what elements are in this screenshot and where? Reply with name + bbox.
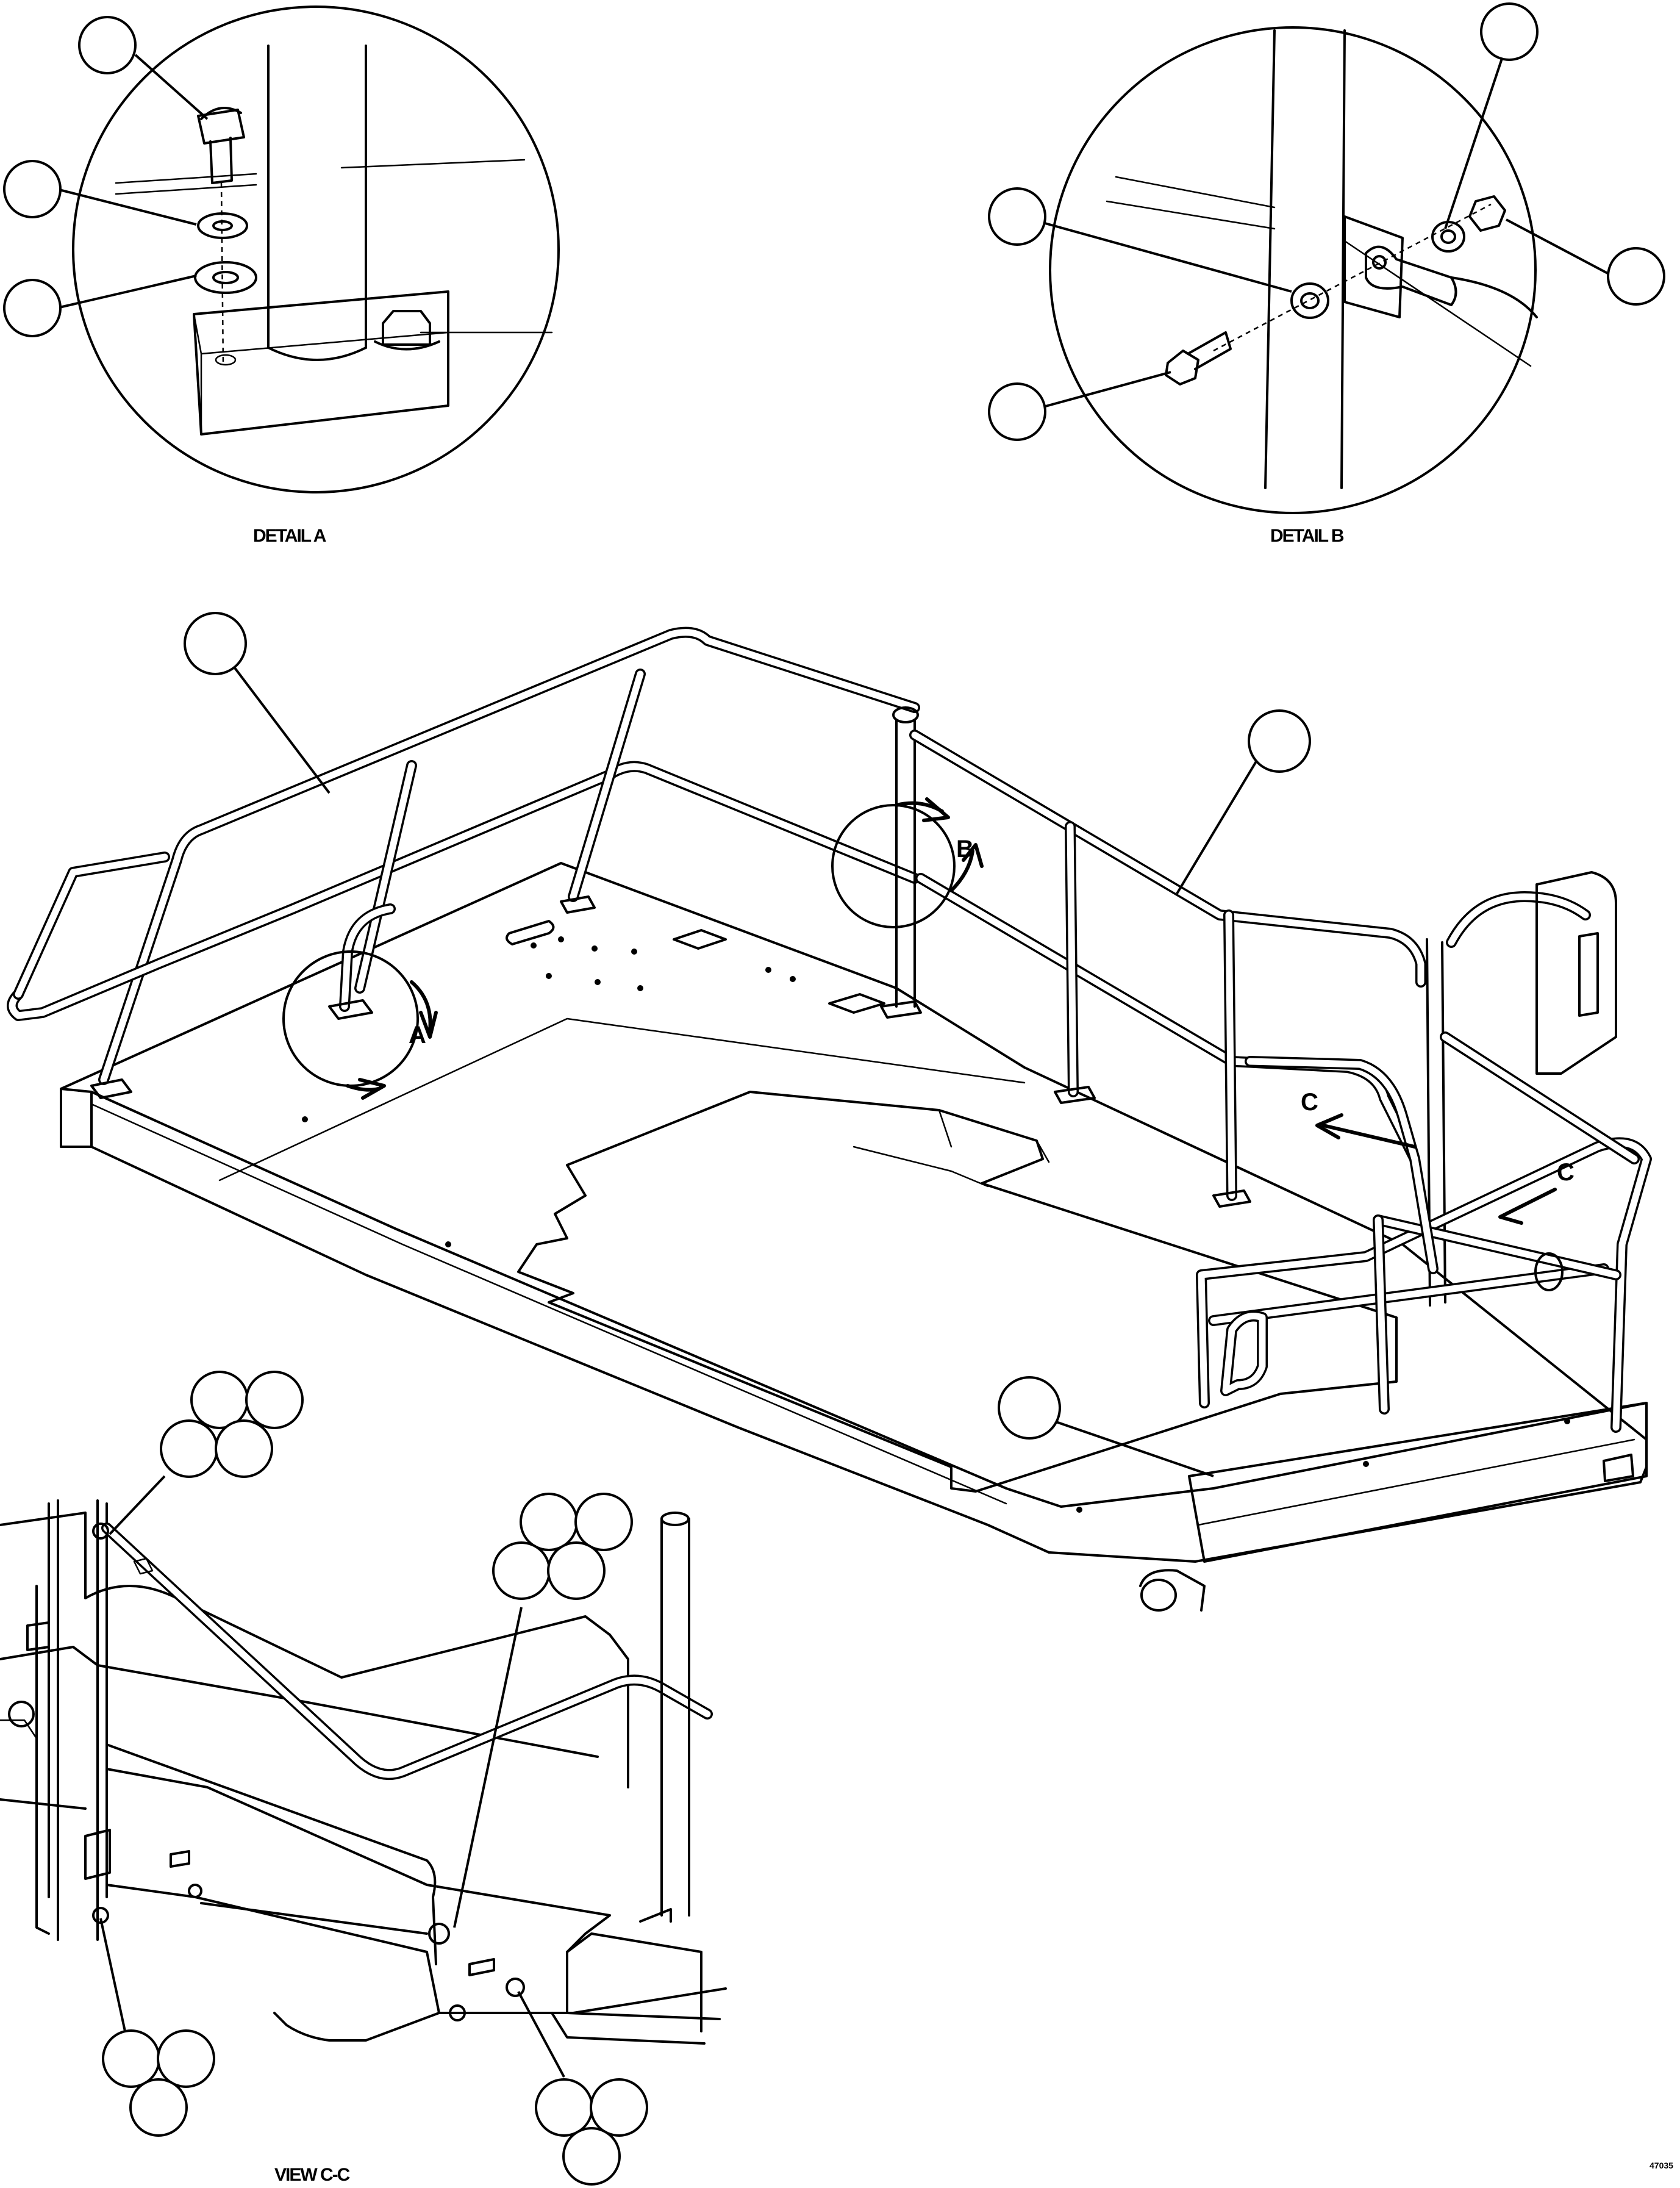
- callout-balloon: [492, 1541, 551, 1600]
- callout-balloon: [1607, 247, 1665, 306]
- callout-balloon: [988, 187, 1046, 246]
- callout-balloon: [245, 1371, 304, 1429]
- callout-balloon: [160, 1419, 218, 1478]
- callout-balloon: [535, 2078, 593, 2137]
- lock-washer-a: [197, 212, 248, 239]
- callout-balloon: [520, 1493, 578, 1551]
- gate-panel: [1535, 871, 1617, 1075]
- end-panel: [1188, 1402, 1648, 1563]
- nut-b: [1468, 195, 1506, 232]
- bolt-a: [197, 109, 245, 184]
- detail-a-label: DETAIL A: [253, 526, 326, 546]
- callout-balloon: [3, 160, 62, 218]
- document-code: 47035: [1650, 2161, 1673, 2170]
- callout-balloon: [215, 1419, 273, 1478]
- detail-b: [1049, 26, 1538, 514]
- callout-balloon: [988, 382, 1046, 441]
- callout-balloon: [78, 16, 137, 74]
- deck-outline: [60, 862, 1648, 1563]
- callout-balloon: [184, 612, 247, 675]
- mounting-plate: [193, 290, 449, 436]
- detail-b-label: DETAIL B: [1270, 526, 1344, 546]
- caster-wheel: [1140, 1579, 1177, 1612]
- bracket-b: [1343, 215, 1404, 318]
- floor-cutout: [517, 1091, 1398, 1493]
- rail-post: [895, 719, 916, 1008]
- callout-balloon: [1480, 2, 1539, 61]
- view-c-arrow-label: C: [1301, 1089, 1318, 1116]
- callout-balloon: [102, 2029, 160, 2088]
- view-c-post: [57, 1499, 99, 1941]
- callout-balloon: [998, 1376, 1061, 1440]
- washer-b: [1290, 282, 1329, 319]
- installed-bolt-a: [382, 310, 431, 346]
- detail-a-circle: [72, 5, 560, 493]
- callout-balloon: [190, 1371, 249, 1429]
- detail-a-arrow-label: A: [409, 1022, 426, 1049]
- callout-balloon: [562, 2127, 621, 2186]
- detail-b-locator: [831, 804, 956, 928]
- view-c-arrow-label: C: [1557, 1159, 1575, 1186]
- view-cc-label: VIEW C-C: [274, 2165, 350, 2185]
- view-c-c: [0, 1499, 727, 2045]
- callout-balloon: [157, 2029, 215, 2088]
- detail-b-arrow-label: B: [956, 836, 974, 863]
- callout-balloon: [547, 1541, 606, 1600]
- platform-assembly: A B C C: [7, 626, 1652, 1612]
- callout-balloon: [1248, 709, 1311, 773]
- callout-balloon: [590, 2078, 648, 2137]
- rail-end-b: [1365, 245, 1457, 306]
- detail-a: [72, 5, 560, 493]
- bolt-b: [1165, 331, 1232, 386]
- callout-balloon: [574, 1493, 633, 1551]
- callout-balloon: [129, 2078, 188, 2137]
- callout-balloon: [3, 279, 62, 337]
- flat-washer-a: [194, 261, 257, 294]
- detail-b-circle: [1049, 26, 1537, 514]
